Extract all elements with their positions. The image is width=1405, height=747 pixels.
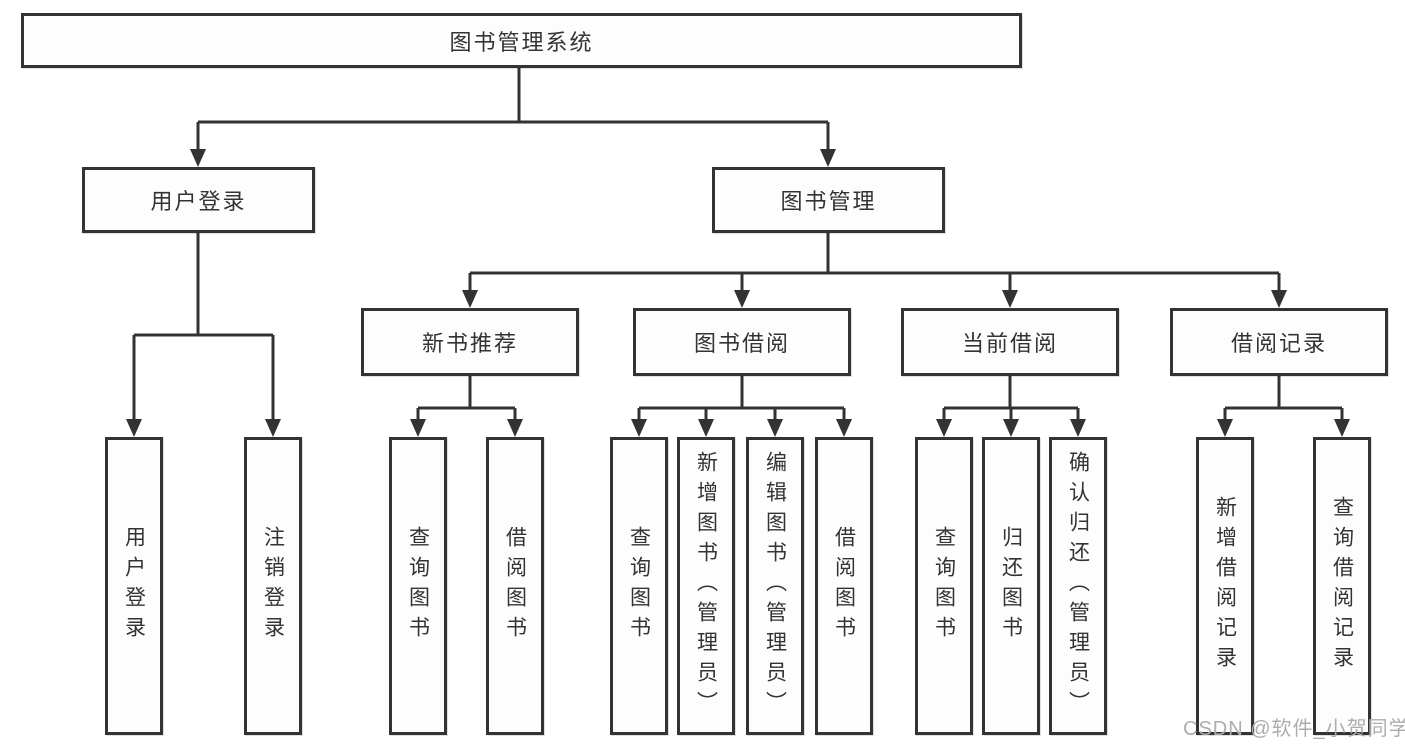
leaf-query-borrow-record: 查询借阅记录 <box>1313 437 1371 735</box>
leaf-label: 查询图书 <box>932 526 956 646</box>
leaf-edit-book-admin: 编辑图书（管理员） <box>746 437 804 735</box>
leaf-return-book: 归还图书 <box>982 437 1040 735</box>
node-book-management: 图书管理 <box>712 167 945 233</box>
leaf-label: 查询图书 <box>406 526 430 646</box>
node-label: 当前借阅 <box>961 331 1058 356</box>
leaf-add-book-admin: 新增图书（管理员） <box>677 437 735 735</box>
leaf-logout: 注销登录 <box>244 437 302 735</box>
node-label: 图书管理系统 <box>449 29 594 55</box>
leaf-query-books-current: 查询图书 <box>915 437 973 735</box>
leaf-label: 归还图书 <box>999 526 1023 646</box>
node-borrowing-records: 借阅记录 <box>1170 308 1388 376</box>
connector-root-to-level2 <box>190 68 836 167</box>
leaf-borrow-books: 借阅图书 <box>815 437 873 735</box>
connector-borrow-to-leaves <box>631 376 852 437</box>
node-label: 图书借阅 <box>693 331 790 356</box>
leaf-label: 编辑图书（管理员） <box>763 451 787 721</box>
leaf-label: 用户登录 <box>122 526 146 646</box>
node-book-borrowing: 图书借阅 <box>633 308 851 376</box>
connector-current-to-leaves <box>936 376 1086 437</box>
leaf-label: 确认归还（管理员） <box>1066 451 1090 721</box>
node-label: 借阅记录 <box>1230 331 1327 356</box>
node-user-login: 用户登录 <box>82 167 315 233</box>
leaf-label: 借阅图书 <box>832 526 856 646</box>
csdn-watermark: CSDN @软件_小贺同学 <box>1183 718 1405 740</box>
node-current-borrowing: 当前借阅 <box>901 308 1119 376</box>
leaf-query-books-borrow: 查询图书 <box>610 437 668 735</box>
connector-recommend-to-leaves <box>410 376 523 437</box>
leaf-label: 新增借阅记录 <box>1213 496 1237 676</box>
node-label: 新书推荐 <box>421 331 518 356</box>
connector-bookmgmt-to-level3 <box>462 233 1287 308</box>
leaf-confirm-return-admin: 确认归还（管理员） <box>1049 437 1107 735</box>
connector-records-to-leaves <box>1217 376 1350 437</box>
leaf-label: 借阅图书 <box>503 526 527 646</box>
leaf-add-borrow-record: 新增借阅记录 <box>1196 437 1254 735</box>
node-label: 图书管理 <box>780 189 877 214</box>
node-library-management-system: 图书管理系统 <box>21 13 1022 68</box>
leaf-borrow-books-recommend: 借阅图书 <box>486 437 544 735</box>
leaf-label: 新增图书（管理员） <box>694 451 718 721</box>
leaf-label: 注销登录 <box>261 526 285 646</box>
leaf-user-login: 用户登录 <box>105 437 163 735</box>
leaf-label: 查询借阅记录 <box>1330 496 1354 676</box>
node-new-book-recommendation: 新书推荐 <box>361 308 579 376</box>
connector-userlogin-to-leaves <box>126 233 281 437</box>
leaf-query-books-recommend: 查询图书 <box>389 437 447 735</box>
leaf-label: 查询图书 <box>627 526 651 646</box>
node-label: 用户登录 <box>150 189 247 214</box>
